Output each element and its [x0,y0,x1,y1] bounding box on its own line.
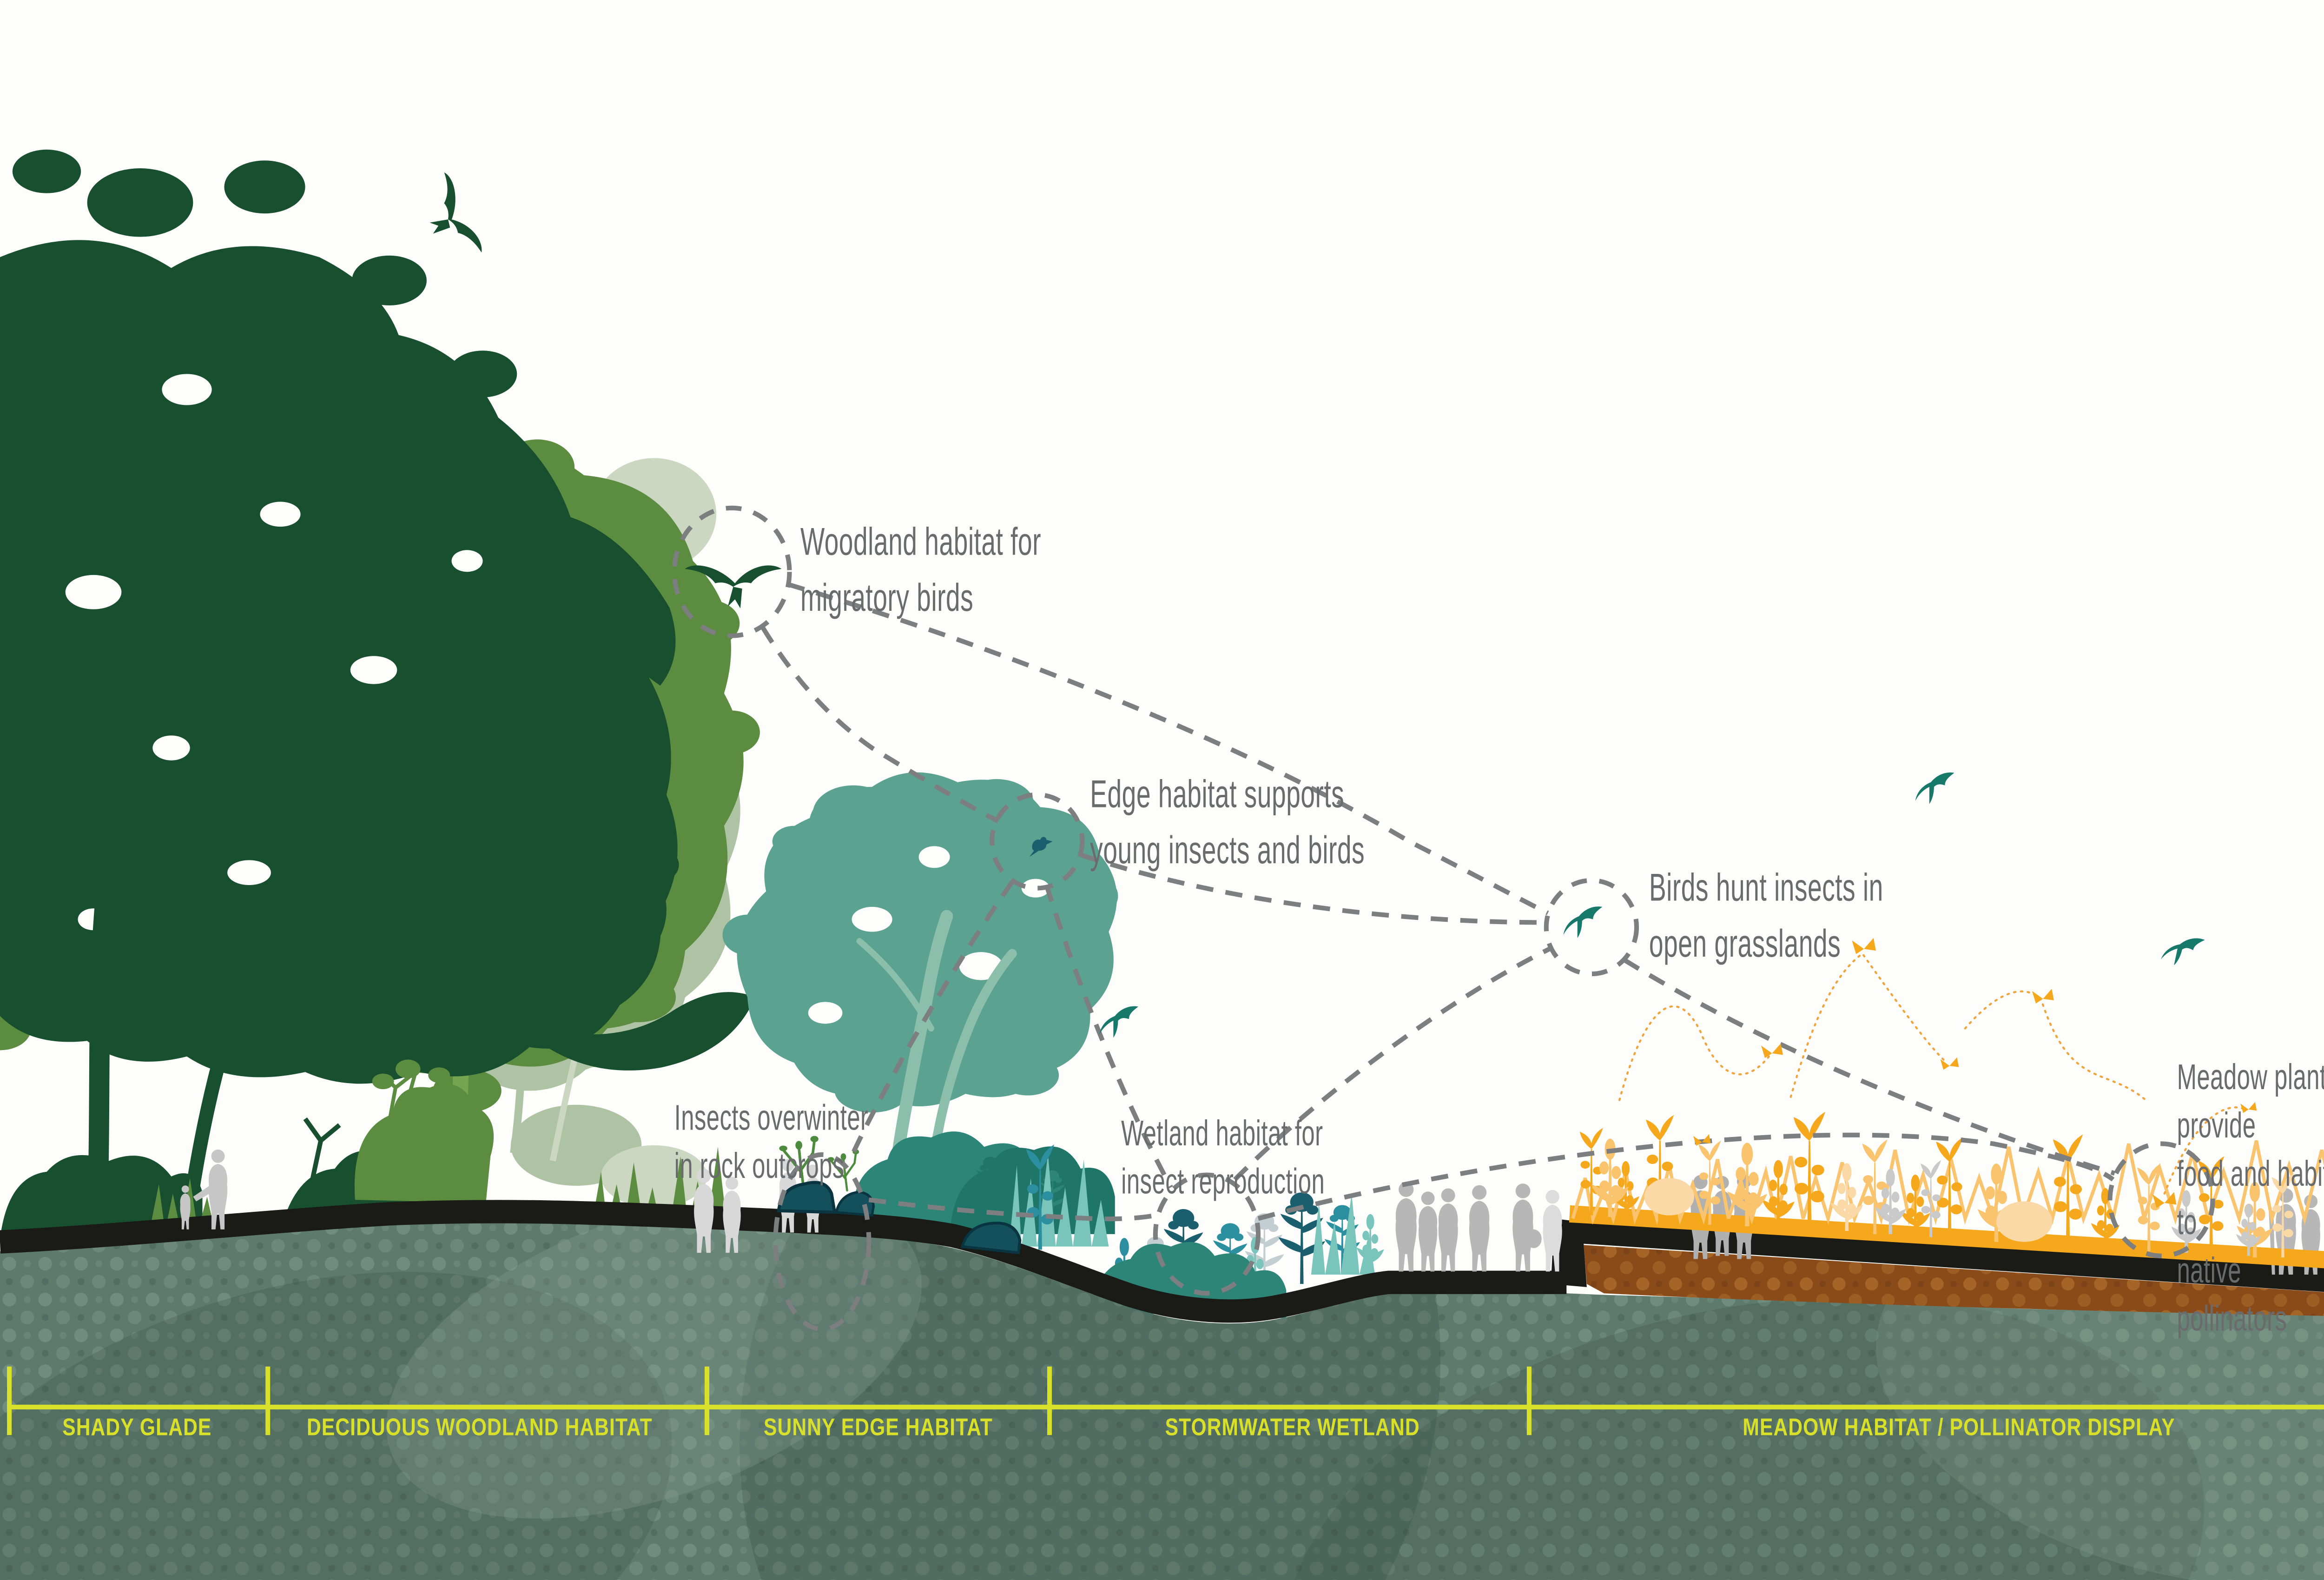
ground-soil [0,1200,2324,1580]
birds-circle [1544,878,1639,977]
meadow-circle [2107,1141,2215,1258]
wetland-circle [1153,1172,1261,1296]
meadow-grasses [1569,1111,2324,1269]
zone-scale-bar [7,1366,2324,1435]
birds [411,171,2205,1038]
birds-annotation: Birds hunt insects in open grasslands [1649,866,1883,966]
perched-bird-icon [1029,837,1053,857]
shade-tree-dark [0,149,755,1241]
shade-tree-trunks [86,510,456,1241]
pollinator-butterflies [1618,938,2257,1208]
zone-label-meadow-pollinator: MEADOW HABITAT / POLLINATOR DISPLAY [1743,1415,2175,1441]
wetland-annotation: Wetland habitat for insect reproduction [1121,1112,1325,1202]
connector-curves [761,582,2116,1222]
woodland-annotation: Woodland habitat for migratory birds [800,520,1041,621]
canopy-sky-gaps [65,374,483,931]
scale-bar-ticks [7,1366,1532,1435]
planter-cap [1570,1218,2324,1292]
soil-shading [0,1222,2324,1580]
zone-label-sunny-edge: SUNNY EDGE HABITAT [764,1415,993,1441]
sunny-edge-tree-teal [722,772,1118,1234]
zone-label-stormwater-wetland: STORMWATER WETLAND [1165,1415,1420,1441]
annotation-links [672,505,2215,1332]
zone-label-deciduous-woodland: DECIDUOUS WOODLAND HABITAT [306,1415,653,1441]
woodland-flowering-bush [354,1059,494,1203]
zone-label-shady-glade: SHADY GLADE [62,1415,212,1441]
woodland-circle [672,505,792,638]
rock-circle [773,1152,872,1332]
mother-and-child [180,1149,228,1230]
rock [960,1222,1022,1255]
ground-surface-line [0,1200,1567,1323]
meadow-annotation: Meadow plants provide food and habitat t… [2177,1056,2324,1339]
insects-annotation: Insects overwinter in rock outcrops [674,1097,869,1186]
meadow-planter [1551,1218,2324,1316]
edge-annotation: Edge habitat supports young insects and … [1090,773,1365,873]
walkway-group [1395,1182,1542,1272]
butterfly-flight-paths [1618,952,2247,1195]
edge-circle [990,792,1085,891]
